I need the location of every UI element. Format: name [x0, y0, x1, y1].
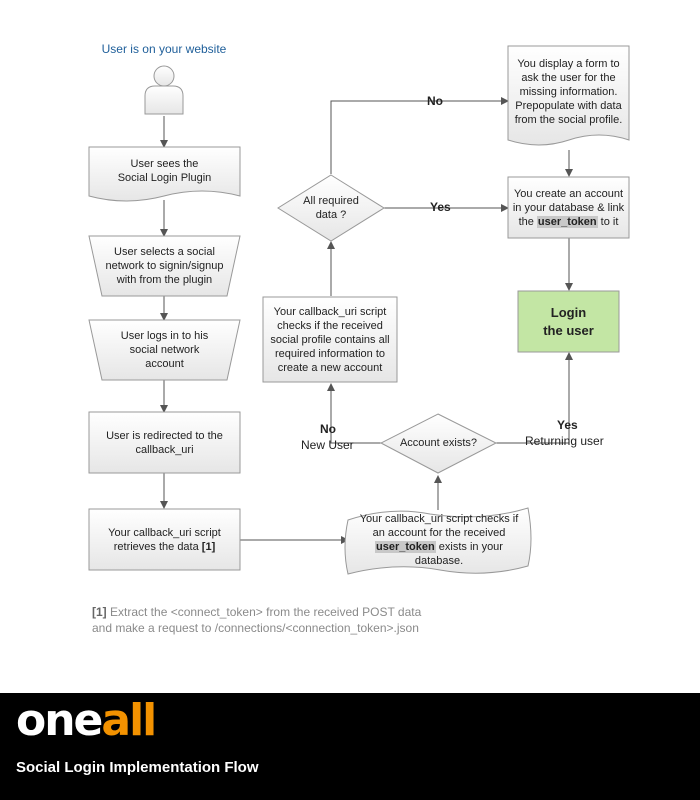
- flowchart-canvas: [88, 45, 630, 575]
- account-exists-diamond: [379, 413, 498, 474]
- node-check-account: Your callback_uri script checks if an ac…: [359, 513, 519, 567]
- edge-label-returning-user: Returning user: [525, 434, 604, 448]
- oneall-logo: oneall: [16, 695, 157, 746]
- create-account-box-shape: [507, 176, 630, 239]
- edge-label-yes-returning: Yes: [557, 418, 578, 432]
- user-token-highlight: user_token: [375, 541, 436, 553]
- edge-label-no-new: No: [320, 422, 336, 436]
- select-trapezoid-shape: [88, 235, 241, 297]
- edge-required-no: [330, 97, 509, 174]
- edge-exists-yes: [496, 352, 573, 444]
- footer-subtitle: Social Login Implementation Flow: [16, 759, 259, 776]
- footnote-ref-marker: [1]: [201, 540, 216, 553]
- form-document-shape: [507, 45, 630, 146]
- footer-banner: oneall Social Login Implementation Flow: [0, 693, 700, 800]
- check-account-tape-shape: [344, 507, 532, 575]
- retrieve-box-shape: [88, 508, 241, 571]
- start-label: User is on your website: [101, 42, 227, 56]
- edge-label-new-user: New User: [301, 438, 354, 452]
- node-account-exists: Account exists?: [399, 437, 478, 449]
- edge-label-no-top: No: [427, 94, 443, 108]
- plugin-document-shape: [88, 146, 241, 202]
- redirect-box-shape: [88, 411, 241, 474]
- login-box-shape: [517, 290, 620, 353]
- user-token-highlight: user_token: [536, 215, 598, 228]
- footnote: [1] Extract the <connect_token> from the…: [92, 605, 422, 635]
- node-create-account: You create an account in your database &…: [512, 187, 625, 228]
- edge-exists-no: [327, 383, 381, 444]
- all-required-diamond: [277, 174, 385, 242]
- edge-label-yes-mid: Yes: [430, 200, 451, 214]
- login-trapezoid-shape: [88, 319, 241, 381]
- user-icon: [144, 65, 184, 115]
- check-profile-box-shape: [262, 296, 398, 383]
